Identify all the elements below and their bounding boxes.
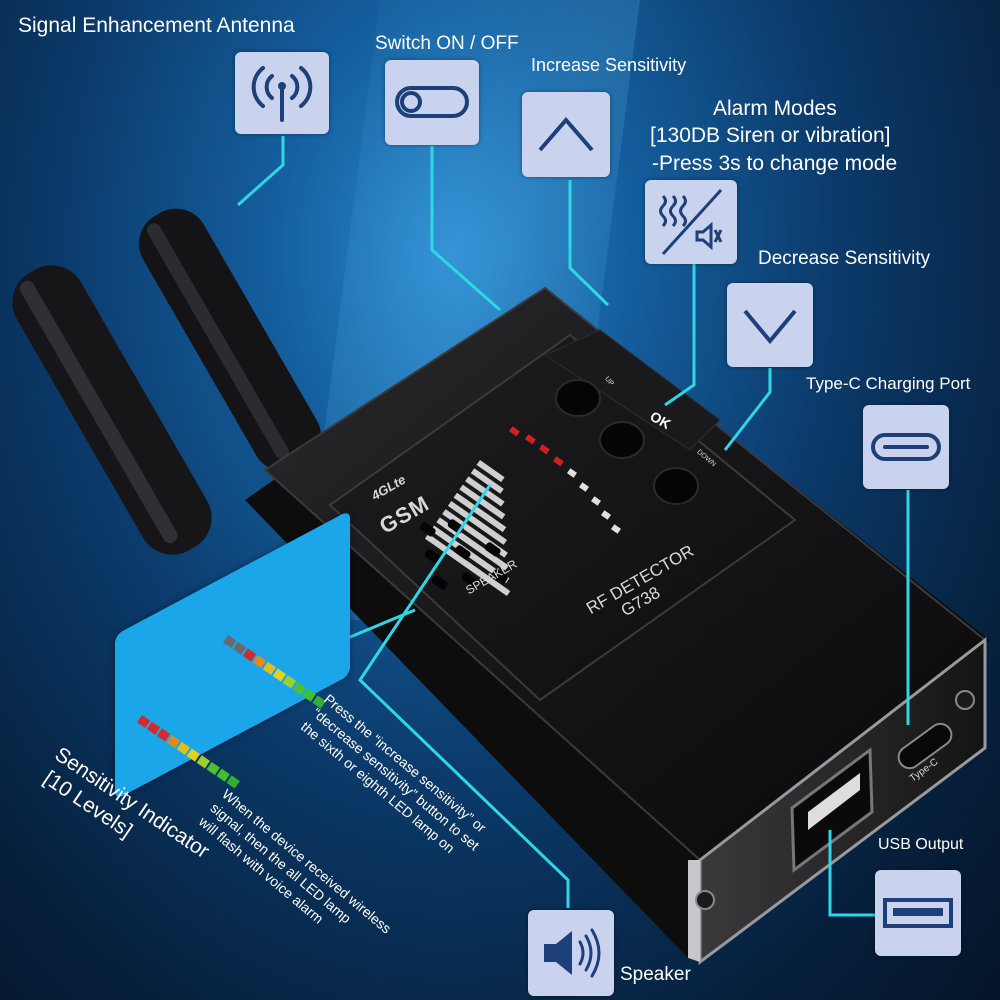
antenna-left bbox=[12, 265, 212, 555]
chevron-up-icon bbox=[538, 116, 594, 152]
vibration-mute-icon bbox=[659, 188, 723, 256]
speaker-icon-box bbox=[528, 910, 614, 996]
callout-alarm-line2: [130DB Siren or vibration] bbox=[650, 124, 891, 147]
speaker-icon bbox=[544, 928, 601, 978]
callout-power: Switch ON / OFF bbox=[375, 33, 519, 54]
power-switch-icon-box bbox=[385, 60, 479, 145]
antenna-signal-icon bbox=[251, 66, 313, 122]
callout-speaker: Speaker bbox=[620, 964, 691, 985]
usb-port-icon bbox=[883, 898, 953, 928]
type-c-port-icon bbox=[871, 433, 941, 461]
typec-icon-box bbox=[863, 405, 949, 489]
toggle-switch-icon bbox=[395, 86, 469, 118]
antenna-icon-box bbox=[235, 52, 329, 134]
callout-usb: USB Output bbox=[878, 836, 964, 853]
chevron-down-icon bbox=[743, 309, 797, 345]
callout-antenna: Signal Enhancement Antenna bbox=[18, 14, 295, 37]
usb-icon-box bbox=[875, 870, 961, 956]
callout-decrease: Decrease Sensitivity bbox=[758, 248, 931, 269]
device-led-dots bbox=[509, 426, 621, 534]
callout-alarm-line3: -Press 3s to change mode bbox=[652, 152, 898, 175]
callout-alarm-title: Alarm Modes bbox=[713, 97, 837, 120]
callout-increase: Increase Sensitivity bbox=[531, 55, 687, 75]
alarm-mode-icon-box bbox=[645, 180, 737, 264]
decrease-icon-box bbox=[727, 283, 813, 367]
increase-icon-box bbox=[522, 92, 610, 177]
callout-typec: Type-C Charging Port bbox=[806, 374, 971, 393]
antenna-right bbox=[138, 208, 322, 472]
